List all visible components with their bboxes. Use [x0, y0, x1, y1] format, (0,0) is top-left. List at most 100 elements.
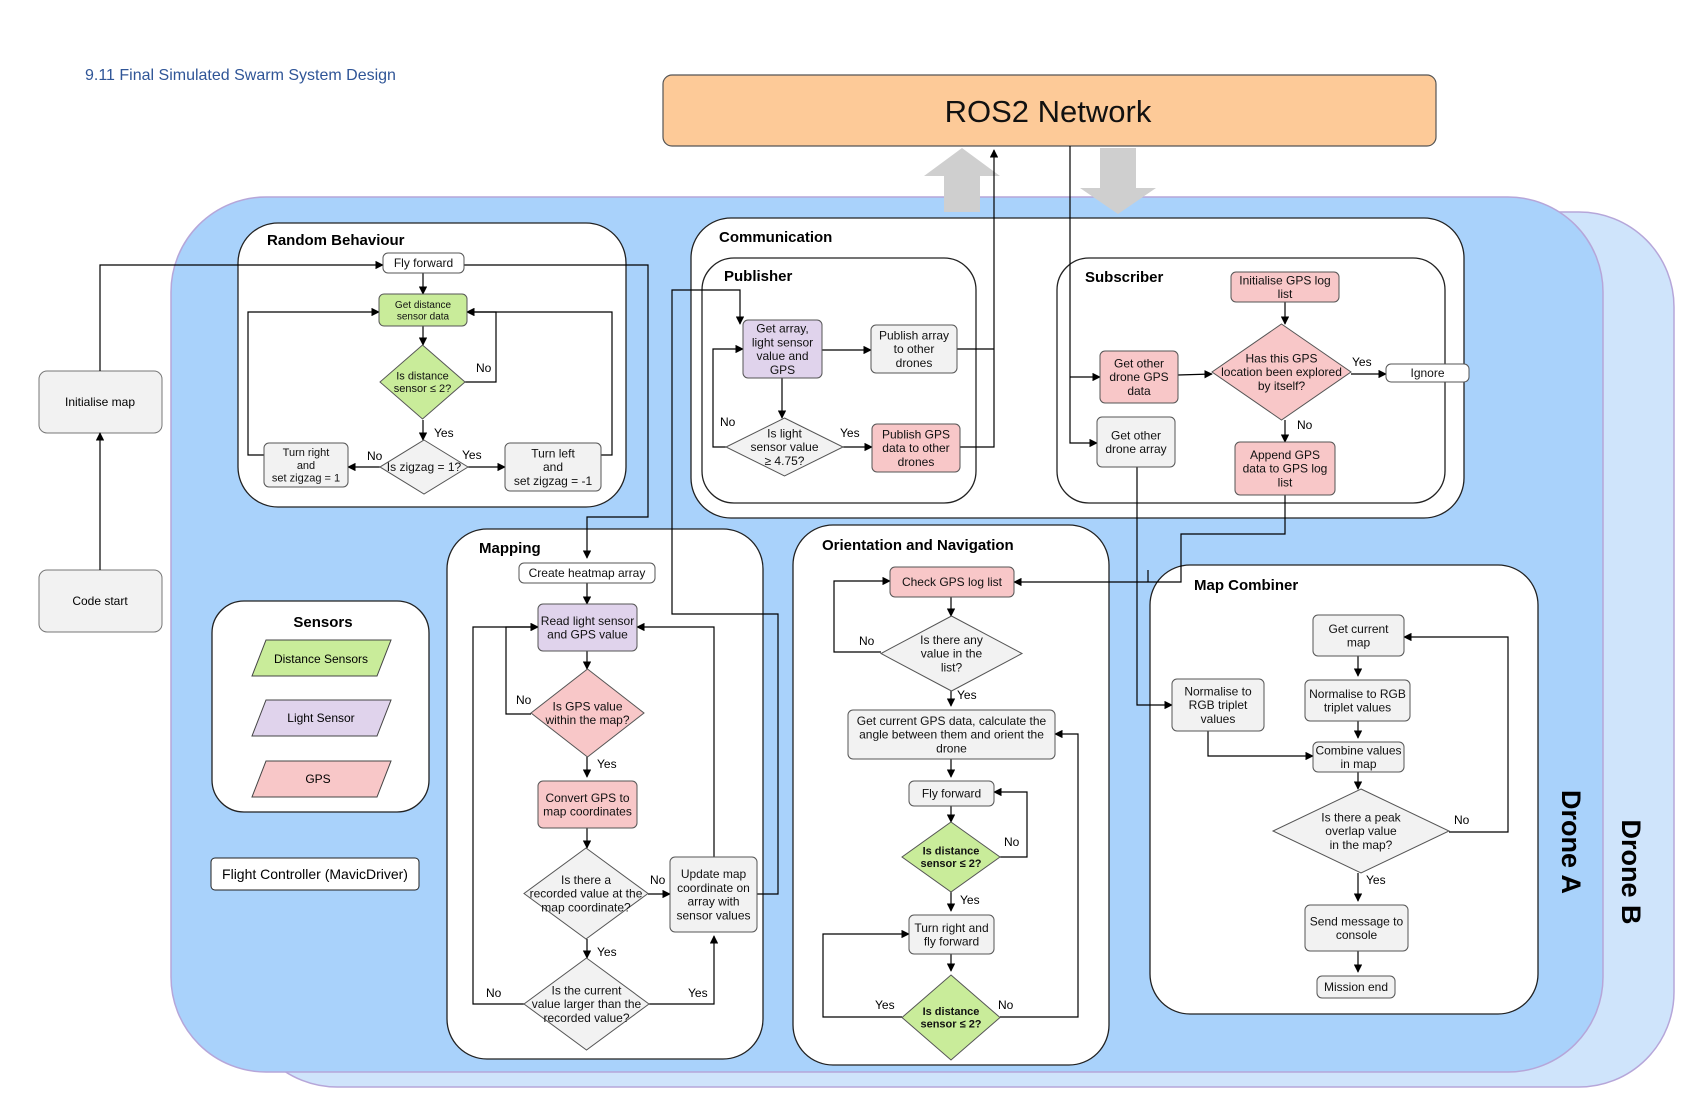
mc-peak-shape	[1271, 788, 1451, 874]
rb-get-distance-label: sensor data	[397, 311, 450, 322]
or-is-distance-1-label: sensor ≤ 2?	[920, 858, 981, 870]
pub-no-label: No	[720, 415, 736, 429]
map-yes-label-3: Yes	[688, 986, 708, 1000]
pub-is-light-label: ≥ 4.75?	[765, 454, 805, 468]
pub-publish-array-label: drones	[896, 356, 933, 370]
rb-fly-forward-label: Fly forward	[394, 256, 453, 270]
or-turn-right-label: Turn right and	[914, 921, 988, 935]
map-gps-within-label: within the map?	[544, 713, 629, 727]
or-check-log-shape	[889, 566, 1015, 598]
pub-publish-array-label: Publish array	[879, 328, 949, 342]
upload-arrow-icon	[924, 148, 1000, 212]
mc-combine-shape	[1312, 741, 1405, 773]
rb-turn-right-label: Turn right	[283, 447, 330, 459]
or-any-value-label: Is there any	[920, 633, 983, 647]
pub-yes-label: Yes	[840, 426, 860, 440]
mc-normalise-left-shape	[1171, 678, 1265, 732]
sub-explored-shape	[1211, 323, 1352, 421]
mc-no-label: No	[1454, 813, 1470, 827]
pub-get-array-label: value and	[756, 349, 808, 363]
or-any-value-label: list?	[941, 661, 963, 675]
mc-send-label: console	[1336, 928, 1378, 942]
pub-publish-array-shape	[870, 324, 958, 374]
rb-is-zigzag: Is zigzag = 1?	[379, 439, 469, 495]
or-yes-label-2: Yes	[960, 893, 980, 907]
pub-publish-gps-label: Publish GPS	[882, 427, 950, 441]
or-no-label-2: No	[1004, 835, 1020, 849]
initialise-map-label: Initialise map	[65, 395, 135, 409]
gps-legend	[251, 760, 392, 798]
mc-normalise-right-label: triplet values	[1324, 701, 1391, 715]
sub-ignore-shape	[1385, 363, 1470, 383]
download-arrow-icon	[1080, 148, 1156, 214]
mc-normalise-left-label: RGB triplet	[1189, 698, 1248, 712]
mapping-title: Mapping	[479, 540, 541, 557]
subscriber-title: Subscriber	[1085, 269, 1164, 286]
sub-get-other-array-label: Get other	[1111, 428, 1161, 442]
sub-explored-label: Has this GPS	[1245, 351, 1317, 365]
mc-end: Mission end	[1316, 975, 1396, 999]
pub-publish-gps-shape	[871, 423, 961, 473]
or-is-distance-1-shape	[901, 821, 1001, 893]
map-update-shape	[669, 856, 758, 933]
rb-fly-forward: Fly forward	[382, 252, 465, 274]
line-init-flyforward	[99, 260, 384, 371]
mc-send-shape	[1304, 904, 1409, 952]
gps-legend-label: GPS	[305, 772, 330, 786]
line-map-update-loop	[636, 622, 715, 857]
sub-append-shape	[1234, 441, 1336, 496]
map-combiner-title: Map Combiner	[1194, 577, 1298, 594]
sub-explored-label: by itself?	[1258, 379, 1306, 393]
line-sub-append-to-orient	[1013, 495, 1286, 587]
line-mc-left-combine	[1207, 731, 1314, 761]
or-is-distance-2-label: sensor ≤ 2?	[920, 1019, 981, 1031]
or-is-distance-2-shape	[901, 974, 1001, 1061]
rb-turn-right-label: and	[297, 460, 315, 472]
pub-get-array-label: GPS	[770, 363, 795, 377]
or-get-gps-shape	[847, 709, 1056, 760]
rb-no-label-1: No	[476, 361, 492, 375]
pub-publish-array-label: to other	[894, 342, 935, 356]
map-convert-label: map coordinates	[543, 805, 632, 819]
sub-get-other-gps-label: data	[1127, 384, 1151, 398]
map-convert-shape	[537, 780, 638, 829]
map-create-heatmap: Create heatmap array	[518, 562, 656, 584]
publisher-title: Publisher	[724, 268, 793, 285]
mc-peak-label: in the map?	[1330, 838, 1393, 852]
pub-publish-gps-label: drones	[898, 455, 935, 469]
drone-a-label: Drone A	[1556, 790, 1586, 894]
pub-is-light-label: sensor value	[750, 440, 818, 454]
mc-normalise-left-label: Normalise to	[1184, 684, 1252, 698]
map-read-light-shape	[537, 603, 638, 652]
mc-peak-label: overlap value	[1325, 824, 1397, 838]
orientation-title: Orientation and Navigation	[822, 537, 1014, 554]
mc-end-label: Mission end	[1324, 980, 1388, 994]
mc-combine-label: Combine values	[1315, 743, 1401, 757]
line-network-down	[1069, 146, 1098, 448]
or-fly-forward: Fly forward	[908, 780, 995, 807]
rb-get-distance-shape	[378, 293, 468, 327]
pub-get-array-shape	[742, 319, 823, 379]
map-update-label: coordinate on	[677, 881, 750, 895]
or-no-label-3: No	[998, 998, 1014, 1012]
line-map-larger-no	[472, 622, 539, 1005]
pub-get-array-label: light sensor	[752, 335, 813, 349]
line-rb-left-loop	[466, 307, 613, 456]
mc-normalise-right-shape	[1304, 679, 1411, 722]
line-mc-peak-no	[1403, 632, 1509, 833]
rb-yes-label-1: Yes	[434, 426, 454, 440]
line-sub-array-to-combiner	[1136, 467, 1173, 710]
mc-get-map-shape	[1312, 614, 1405, 657]
rb-no-label-2: No	[367, 449, 383, 463]
